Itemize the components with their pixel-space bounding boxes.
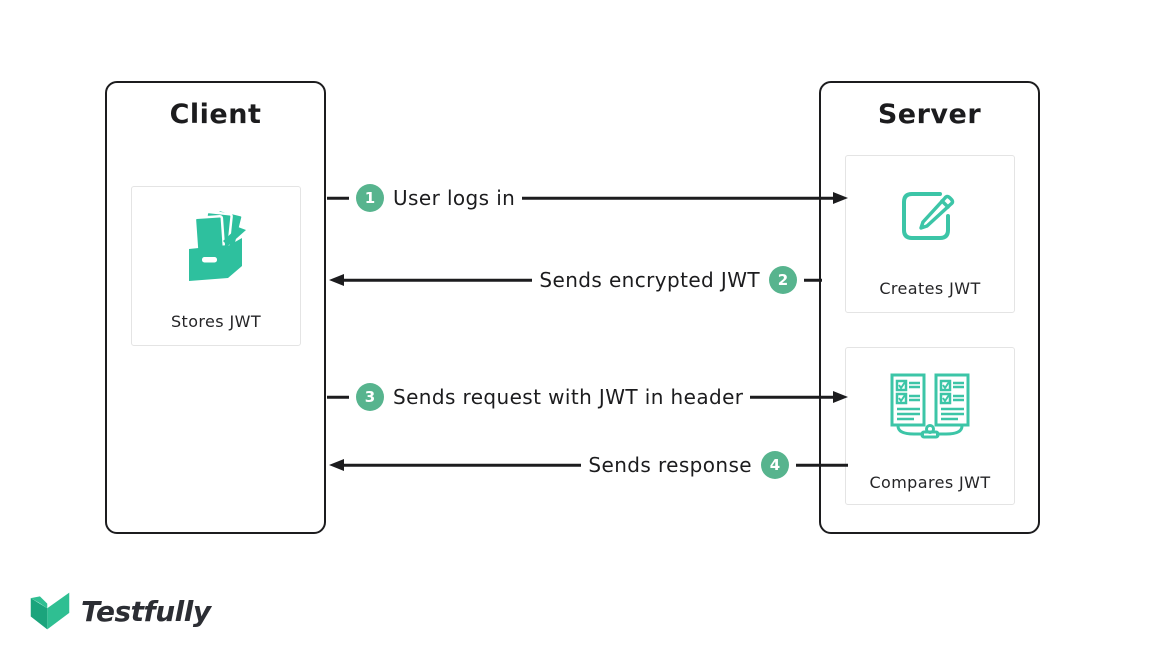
testfully-brand-text: Testfully [81,594,211,628]
client-title: Client [169,99,262,130]
edit-pencil-icon [846,156,1014,271]
compares-jwt-card: Compares JWT [845,347,1015,505]
step-badge-1: 1 [356,184,384,212]
server-title: Server [877,99,982,130]
testfully-logo-icon [30,592,70,630]
arrowhead-left-icon [329,459,344,471]
compare-documents-icon [846,348,1014,465]
step-badge-4: 4 [761,451,789,479]
stores-jwt-label: Stores JWT [170,312,262,331]
creates-jwt-card: Creates JWT [845,155,1015,313]
arrow-line [327,196,835,200]
client-box: Client Stores JWT [105,81,326,534]
flow-label-2: Sends encrypted JWT [539,268,760,292]
arrowhead-right-icon [833,391,848,403]
flow-sends-encrypted-jwt: Sends encrypted JWT 2 [329,265,822,295]
flow-user-logs-in: 1 User logs in [327,183,848,213]
arrowhead-right-icon [833,192,848,204]
compares-jwt-label: Compares JWT [869,473,991,492]
stores-jwt-card: Stores JWT [131,186,301,346]
server-box: Server Creates JWT [819,81,1040,534]
testfully-brand: Testfully [28,590,211,632]
arrowhead-left-icon [329,274,344,286]
step-badge-2: 2 [769,266,797,294]
archive-box-icon [132,187,300,304]
flow-sends-response: Sends response 4 [329,450,848,480]
flow-label-4: Sends response [588,453,752,477]
flow-label-1: User logs in [393,186,516,210]
flow-label-3: Sends request with JWT in header [393,385,744,409]
creates-jwt-label: Creates JWT [879,279,981,298]
step-badge-3: 3 [356,383,384,411]
flow-sends-request: 3 Sends request with JWT in header [327,382,848,412]
